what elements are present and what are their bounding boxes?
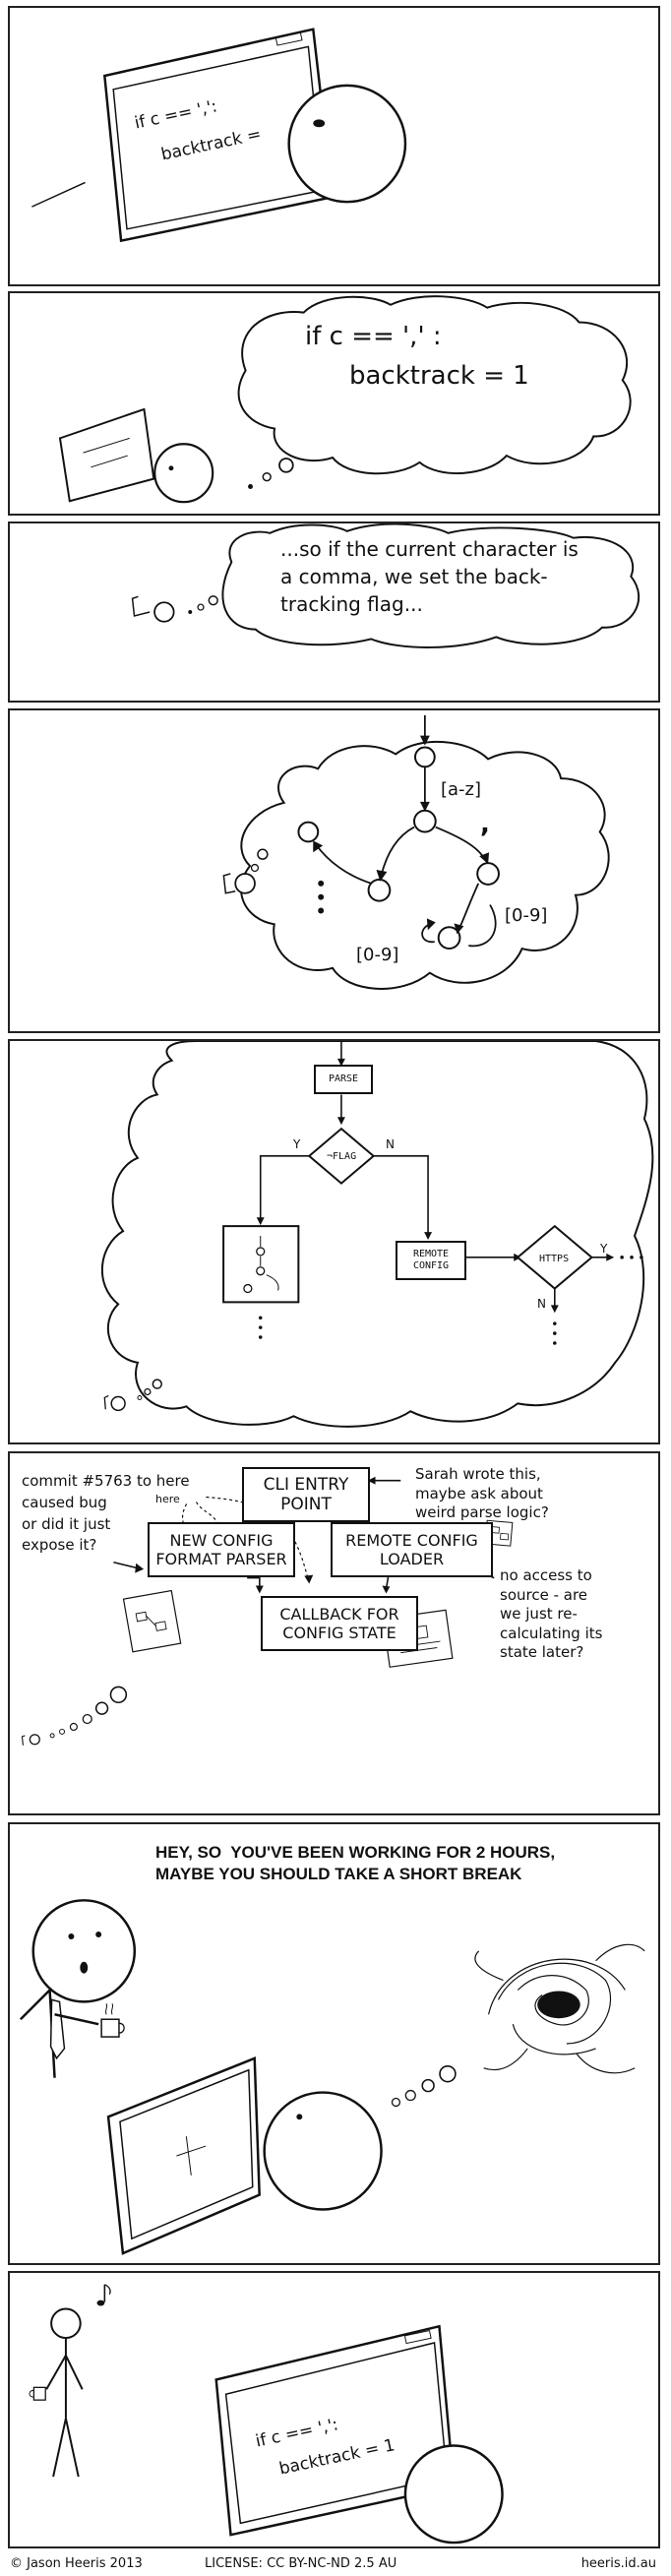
- head: [29, 1734, 40, 1746]
- cli-entry-box: CLI ENTRY POINT: [242, 1467, 370, 1522]
- monitor: [131, 595, 151, 617]
- coworker-head: [31, 1899, 137, 2003]
- here-small-note: here: [155, 1493, 180, 1505]
- license-text: LICENSE: CC BY-NC-ND 2.5 AU: [205, 2556, 397, 2571]
- panel-1-drawing: [31, 28, 407, 243]
- remote-config-box: REMOTE CONFIG: [396, 1241, 466, 1280]
- state-digit-b: [437, 926, 461, 951]
- desk-line: [31, 181, 86, 208]
- no-access-note: no access to source - are we just re- ca…: [500, 1566, 603, 1661]
- panel-4: [a-z] , [0-9] [0-9]: [8, 708, 660, 1033]
- panel-2: if c == ',' : backtrack = 1: [8, 291, 660, 516]
- speech-line-1: HEY, SO YOU'VE BEEN WORKING FOR 2 HOURS,: [155, 1843, 556, 1862]
- commit-note: commit #5763 to here caused bug or did i…: [22, 1472, 190, 1555]
- thought-line-3: tracking flag...: [280, 592, 423, 616]
- head: [153, 601, 175, 623]
- coworker-head: [50, 2307, 82, 2340]
- music-note-icon: [96, 2284, 111, 2306]
- panel-7-drawing: [19, 1899, 645, 2255]
- window-buttons-icon: [274, 31, 303, 46]
- https-no-label: N: [537, 1297, 546, 1311]
- panel-5: PARSE ¬FLAG Y N REMOTE CONFIG HTTPS Y N: [8, 1039, 660, 1444]
- thought-cloud: [237, 295, 632, 475]
- state-end: [297, 821, 320, 843]
- monitor: [58, 407, 155, 503]
- thought-line-1: ...so if the current character is: [280, 537, 579, 561]
- sarah-note: Sarah wrote this, maybe ask about weird …: [415, 1465, 549, 1521]
- speech-line-2: MAYBE YOU SHOULD TAKE A SHORT BREAK: [155, 1865, 522, 1883]
- black-hole-icon: [474, 1943, 645, 2074]
- label-comma: ,: [480, 810, 490, 839]
- coffee-mug-icon: [100, 2003, 125, 2038]
- state-start: [414, 746, 436, 768]
- state-comma: [367, 878, 392, 902]
- thought-cloud: [100, 1041, 654, 1428]
- panel-2-drawing: [58, 295, 632, 504]
- head: [403, 2444, 504, 2545]
- label-a-z: [a-z]: [441, 779, 482, 800]
- window-buttons-icon: [403, 2329, 432, 2345]
- head: [153, 443, 214, 504]
- coffee-mug-icon: [29, 2386, 46, 2401]
- panel-8-drawing: [29, 2284, 504, 2545]
- panel-7: HEY, SO YOU'VE BEEN WORKING FOR 2 HOURS,…: [8, 1822, 660, 2265]
- callback-box: CALLBACK FOR CONFIG STATE: [261, 1596, 418, 1651]
- label-0-9-left: [0-9]: [356, 945, 399, 965]
- label-0-9-right: [0-9]: [505, 905, 548, 926]
- panel-4-drawing: [222, 714, 610, 990]
- head: [287, 84, 407, 204]
- remote-loader-box: REMOTE CONFIG LOADER: [331, 1522, 493, 1577]
- sticky-note-left: [122, 1589, 182, 1653]
- flag-label: ¬FLAG: [327, 1151, 357, 1162]
- https-label: HTTPS: [539, 1254, 570, 1264]
- copyright-text: © Jason Heeris 2013: [10, 2556, 143, 2571]
- thought-cloud: [221, 523, 640, 648]
- flag-no-label: N: [386, 1137, 395, 1151]
- flag-diamond: [307, 1127, 376, 1185]
- https-diamond: [516, 1224, 593, 1290]
- flag-yes-label: Y: [293, 1137, 301, 1151]
- head: [110, 1395, 126, 1412]
- thought-line-1: if c == ',' :: [305, 322, 442, 351]
- state-digit-a: [476, 862, 500, 886]
- panel-3-drawing: [131, 523, 640, 648]
- parse-box: PARSE: [314, 1065, 373, 1094]
- panel-3: ...so if the current character is a comm…: [8, 521, 660, 703]
- thought-cloud: [240, 740, 610, 990]
- panel-6: commit #5763 to here caused bug or did i…: [8, 1451, 660, 1815]
- thought-line-2: a comma, we set the back-: [280, 565, 548, 588]
- thought-line-2: backtrack = 1: [349, 361, 529, 391]
- tie: [49, 1998, 66, 2060]
- panel-5-drawing: [100, 1041, 654, 1428]
- head: [263, 2091, 383, 2211]
- panel-1: if c == ',': backtrack =: [8, 6, 660, 286]
- new-config-box: NEW CONFIG FORMAT PARSER: [148, 1522, 295, 1577]
- https-yes-label: Y: [600, 1242, 608, 1256]
- panel-8: if c == ',': backtrack = 1: [8, 2271, 660, 2548]
- head: [234, 873, 256, 894]
- eye: [313, 119, 326, 128]
- site-link[interactable]: heeris.id.au: [580, 2556, 656, 2571]
- state-letter: [413, 809, 437, 833]
